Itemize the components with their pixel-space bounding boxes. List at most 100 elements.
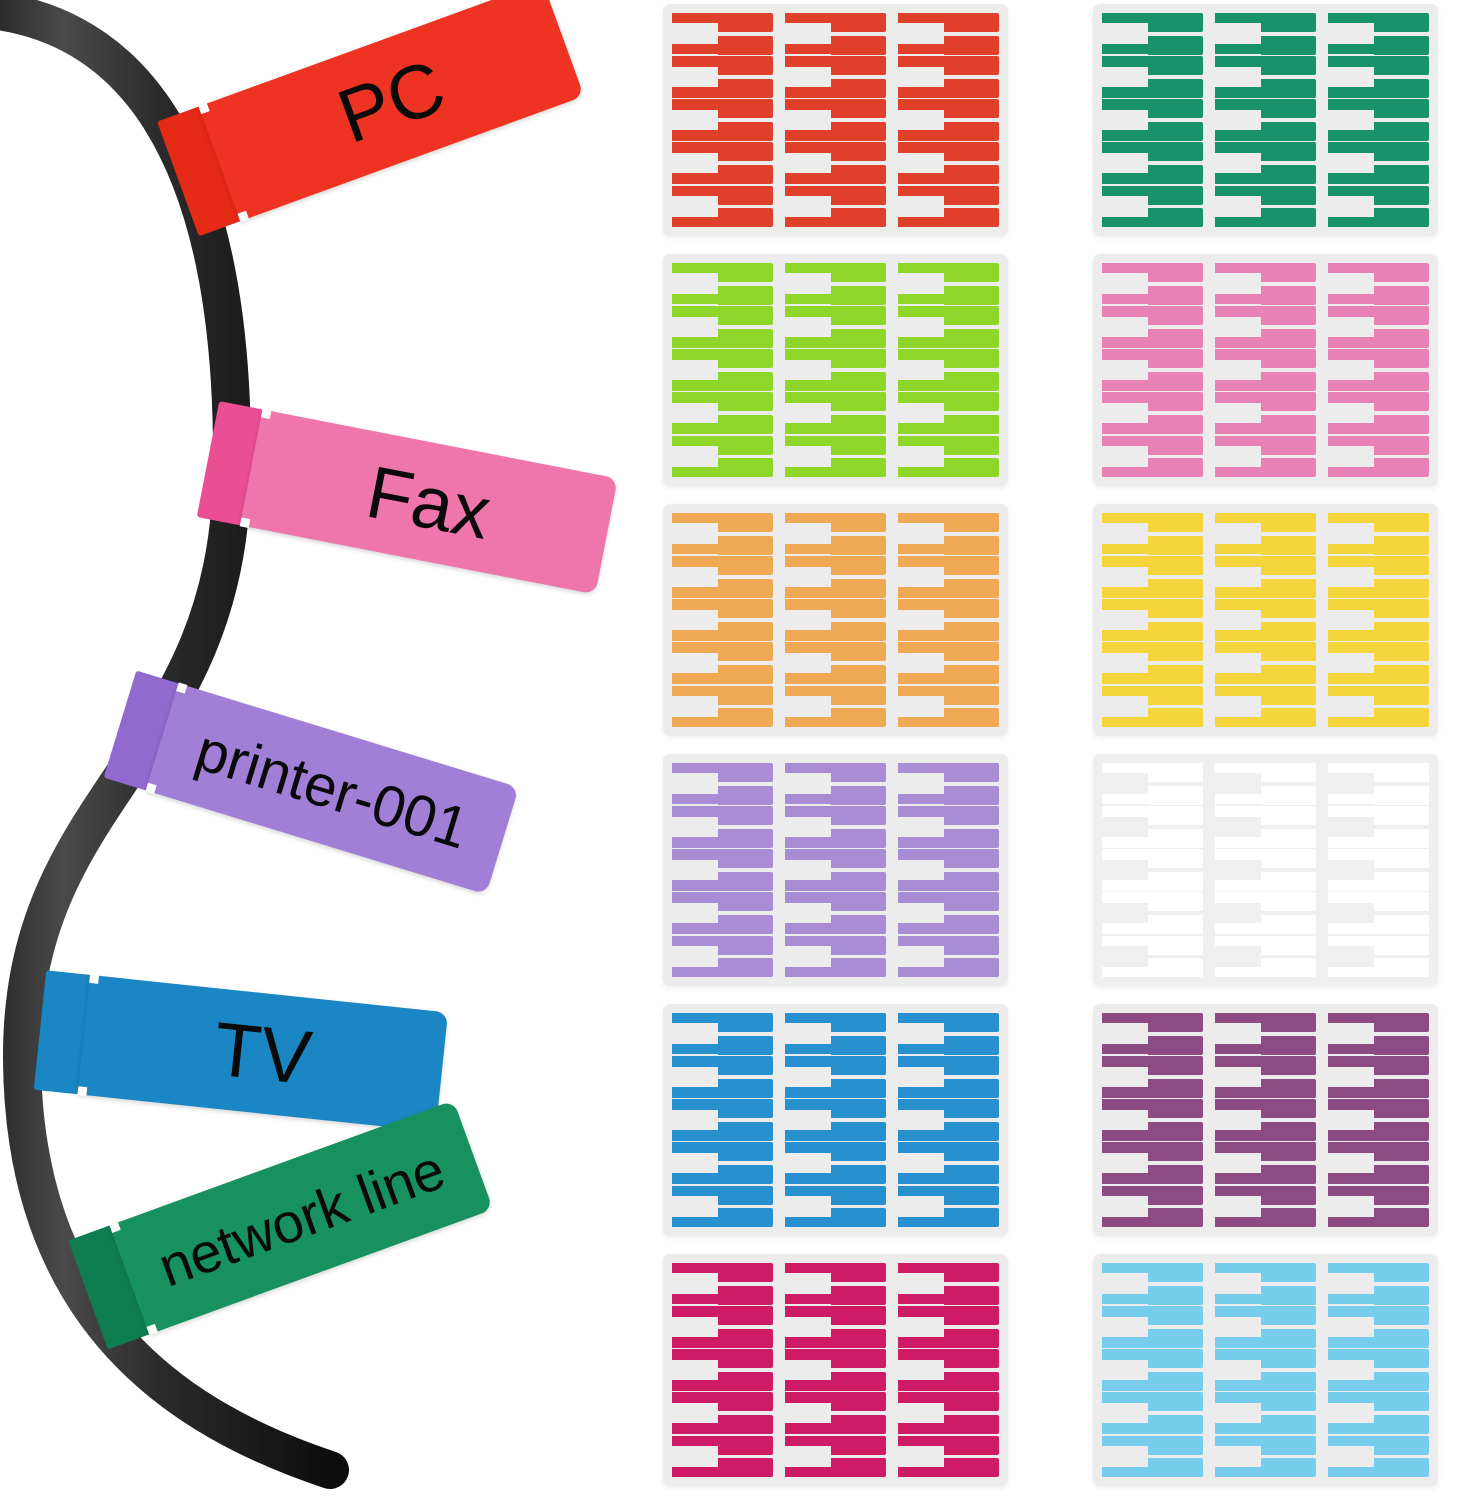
label-head — [718, 892, 773, 912]
label-stem — [898, 89, 946, 98]
label-stem — [1328, 546, 1376, 555]
sheet-column — [898, 13, 999, 227]
cable-flag-label — [1328, 1208, 1429, 1227]
label-head — [831, 121, 886, 141]
label-head — [944, 935, 999, 955]
cable-flag-label — [898, 56, 999, 76]
label-head — [1374, 263, 1429, 282]
cable-flag-label — [672, 1392, 773, 1412]
cable-flag-label — [672, 599, 773, 619]
cable-flag-label — [672, 285, 773, 305]
label-stem — [672, 892, 720, 901]
label-head — [1261, 208, 1316, 227]
label-stem — [1102, 513, 1150, 521]
cable-flag-label — [898, 578, 999, 598]
label-stem — [1102, 1425, 1150, 1434]
cable-flag-label — [785, 263, 886, 282]
label-head — [1148, 371, 1203, 391]
label-pair-cell — [672, 1185, 773, 1227]
label-stem — [898, 296, 946, 305]
label-stem — [785, 1056, 833, 1065]
label-pair-cell — [1102, 642, 1203, 684]
label-head — [1374, 35, 1429, 55]
label-pair-cell — [785, 1185, 886, 1227]
label-stem — [672, 132, 720, 141]
label-head — [718, 1349, 773, 1369]
cable-flag-label — [785, 935, 886, 955]
label-pair-cell — [1102, 1263, 1203, 1305]
label-pair-cell — [898, 185, 999, 227]
label-pair-cell — [1328, 599, 1429, 641]
cable-flag-label — [1102, 708, 1203, 727]
sheet-column — [1215, 13, 1316, 227]
label-stem — [672, 556, 720, 565]
label-pair-cell — [1215, 56, 1316, 98]
cable-flag-label — [672, 1142, 773, 1162]
label-stem — [1215, 1219, 1263, 1227]
label-pair-cell — [1215, 349, 1316, 391]
cable-flag-label — [672, 349, 773, 369]
label-pair-cell — [1328, 513, 1429, 555]
label-stem — [898, 1263, 946, 1271]
cable-flag-label — [898, 685, 999, 705]
applied-label-text: Fax — [360, 449, 498, 555]
label-stem — [1215, 306, 1263, 315]
sheet-column — [672, 263, 773, 477]
label-stem — [1328, 132, 1376, 141]
label-head — [1374, 1078, 1429, 1098]
label-stem — [1102, 1089, 1150, 1098]
cable-flag-label — [672, 935, 773, 955]
label-stem — [672, 263, 720, 271]
cable-flag-label — [672, 1013, 773, 1032]
label-head — [1148, 285, 1203, 305]
label-head — [1148, 1056, 1203, 1076]
label-head — [831, 849, 886, 869]
label-head — [718, 164, 773, 184]
label-stem — [1215, 882, 1263, 891]
label-stem — [785, 1132, 833, 1141]
cable-flag-label — [1328, 371, 1429, 391]
cable-flag-label — [1215, 1013, 1316, 1032]
label-stem — [1328, 892, 1376, 901]
cable-flag-label — [1102, 1056, 1203, 1076]
label-head — [944, 349, 999, 369]
label-head — [718, 13, 773, 32]
label-stem — [1215, 142, 1263, 151]
cable-flag-label — [672, 1078, 773, 1098]
label-stem — [1215, 1469, 1263, 1477]
sheet-column — [898, 1263, 999, 1477]
cable-flag-label — [1215, 1435, 1316, 1455]
label-pair-cell — [898, 1185, 999, 1227]
label-head — [1261, 414, 1316, 434]
label-pair-cell — [1328, 306, 1429, 348]
label-head — [718, 849, 773, 869]
label-head — [944, 958, 999, 977]
cable-flag-label — [785, 1263, 886, 1282]
label-pair-cell — [1328, 556, 1429, 598]
label-stem — [1328, 796, 1376, 805]
label-head — [1148, 535, 1203, 555]
label-stem — [1328, 1089, 1376, 1098]
cable-flag-label — [785, 958, 886, 977]
label-stem — [1102, 546, 1150, 555]
cable-flag-label — [898, 892, 999, 912]
label-stem — [672, 589, 720, 598]
label-stem — [898, 1349, 946, 1358]
sheet-column — [1102, 1013, 1203, 1227]
label-head — [944, 285, 999, 305]
label-stem — [672, 632, 720, 641]
cable-flag-label — [672, 185, 773, 205]
cable-flag-label — [1102, 1078, 1203, 1098]
label-head — [944, 1263, 999, 1282]
cable-flag-label — [1215, 892, 1316, 912]
label-head — [1148, 664, 1203, 684]
cable-flag-label — [1102, 849, 1203, 869]
cable-flag-label — [1102, 1035, 1203, 1055]
label-stem — [898, 1132, 946, 1141]
label-stem — [898, 796, 946, 805]
label-pair-cell — [1102, 1185, 1203, 1227]
label-stem — [672, 1349, 720, 1358]
cable-flag-label — [1102, 1013, 1203, 1032]
label-stem — [1102, 849, 1150, 858]
cable-flag-label — [1102, 1414, 1203, 1434]
